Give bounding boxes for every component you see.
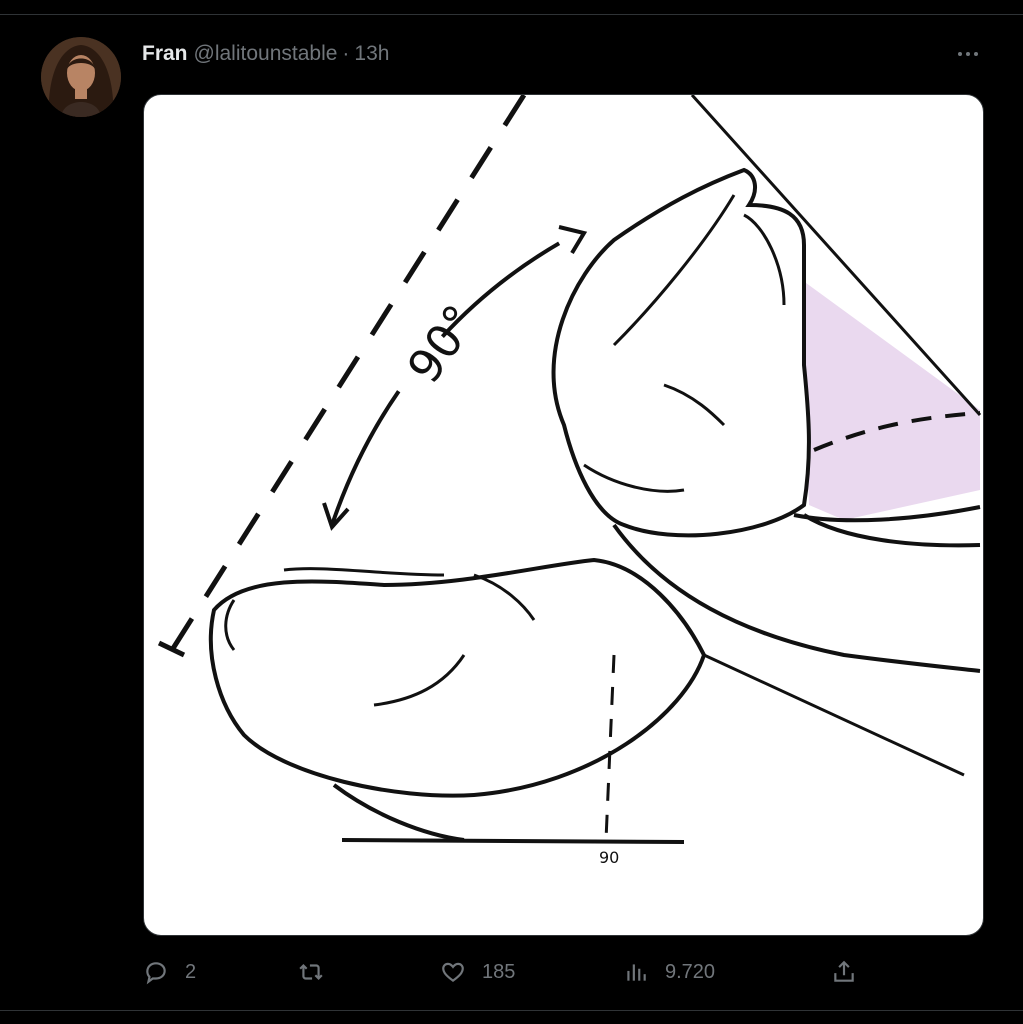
reply-count: 2	[185, 960, 197, 983]
separator-dot: ·	[342, 42, 350, 65]
tweet[interactable]: Fran @lalitounstable · 13h 90°	[12, 15, 1009, 1010]
reply-button[interactable]: 2	[143, 957, 196, 987]
share-button[interactable]	[831, 957, 857, 987]
avatar[interactable]	[41, 37, 121, 117]
timestamp[interactable]: 13h	[354, 42, 390, 65]
reply-icon	[146, 962, 166, 985]
author-handle[interactable]: @lalitounstable	[193, 42, 338, 65]
views-icon	[627, 964, 646, 981]
share-icon	[834, 960, 854, 982]
tweet-header: Fran @lalitounstable · 13h	[142, 39, 389, 69]
heart-icon	[442, 962, 464, 983]
top-divider	[0, 14, 1023, 15]
author-name[interactable]: Fran	[142, 42, 188, 65]
tweet-media[interactable]: 90° 90	[143, 94, 984, 936]
bottom-divider	[0, 1010, 1023, 1011]
views-button[interactable]: 9.720	[623, 957, 715, 987]
like-count: 185	[482, 960, 516, 983]
bottom-angle-mark: 90	[599, 848, 619, 867]
action-bar: 2 185 9.720	[143, 957, 863, 987]
view-count: 9.720	[665, 960, 716, 983]
retweet-button[interactable]	[298, 957, 340, 987]
hand-diagram-image: 90° 90	[157, 95, 982, 867]
avatar-image	[41, 37, 121, 117]
angle-label: 90°	[397, 295, 488, 393]
more-icon[interactable]	[950, 41, 986, 67]
retweet-icon	[299, 963, 323, 981]
like-button[interactable]: 185	[440, 957, 515, 987]
